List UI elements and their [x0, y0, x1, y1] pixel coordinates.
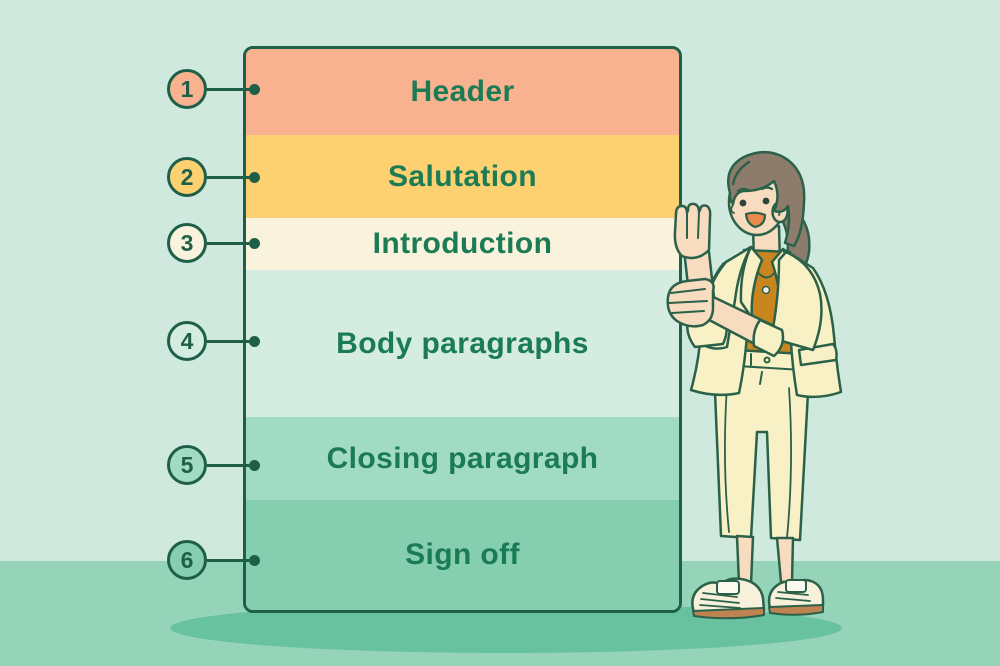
- number-badge: 3: [167, 223, 207, 263]
- connector-line: [207, 463, 249, 467]
- pendant: [761, 285, 771, 295]
- sleeve-left: [769, 250, 823, 352]
- marker-row-3: 3: [167, 223, 260, 263]
- connector-line: [207, 87, 249, 91]
- number-badge: 1: [167, 69, 207, 109]
- number-label: 5: [180, 451, 194, 478]
- band-sign-off: Sign off: [246, 500, 679, 610]
- band-closing-paragraph: Closing paragraph: [246, 417, 679, 500]
- band-introduction: Introduction: [246, 218, 679, 270]
- connector-dot: [249, 335, 260, 347]
- band-label: Introduction: [372, 227, 553, 260]
- connector-line: [207, 175, 249, 179]
- mouth: [744, 211, 767, 229]
- band-body-paragraphs: Body paragraphs: [246, 270, 679, 417]
- marker-row-1: 1: [167, 69, 260, 109]
- marker-row-2: 2: [167, 157, 260, 197]
- connector-dot: [249, 83, 260, 95]
- number-label: 6: [180, 546, 194, 573]
- number-label: 3: [180, 229, 194, 256]
- hair: [727, 151, 806, 248]
- marker-row-4: 4: [167, 321, 260, 361]
- band-label: Closing paragraph: [326, 441, 599, 475]
- eye-left: [739, 199, 747, 207]
- nose: [730, 204, 735, 214]
- number-badge: 4: [167, 321, 207, 361]
- connector-line: [207, 339, 249, 343]
- number-badge: 2: [167, 157, 207, 197]
- band-label: Salutation: [387, 159, 537, 193]
- connector-dot: [249, 171, 260, 183]
- number-label: 1: [180, 75, 194, 102]
- number-label: 2: [180, 163, 194, 190]
- connector-dot: [249, 237, 260, 249]
- eye-right: [762, 197, 770, 205]
- eyebrow-left: [736, 187, 750, 193]
- ankle-right: [775, 536, 795, 584]
- band-header: Header: [246, 49, 679, 135]
- band-label: Body paragraphs: [336, 326, 589, 360]
- marker-row-5: 5: [167, 445, 260, 485]
- band-label: Header: [410, 75, 515, 108]
- band-label: Sign off: [405, 538, 520, 571]
- band-salutation: Salutation: [246, 135, 679, 218]
- connector-dot: [249, 459, 260, 471]
- woman-illustration: [666, 151, 843, 620]
- number-badge: 6: [167, 540, 207, 580]
- eyebrow-right: [760, 186, 774, 191]
- connector-line: [207, 241, 249, 245]
- marker-row-6: 6: [167, 540, 260, 580]
- number-badge: 5: [167, 445, 207, 485]
- cuff-left: [752, 318, 785, 358]
- number-label: 4: [180, 327, 194, 354]
- connector-dot: [249, 554, 260, 566]
- ankle-left: [735, 534, 755, 586]
- connector-line: [207, 558, 249, 562]
- hand-raised: [673, 202, 712, 260]
